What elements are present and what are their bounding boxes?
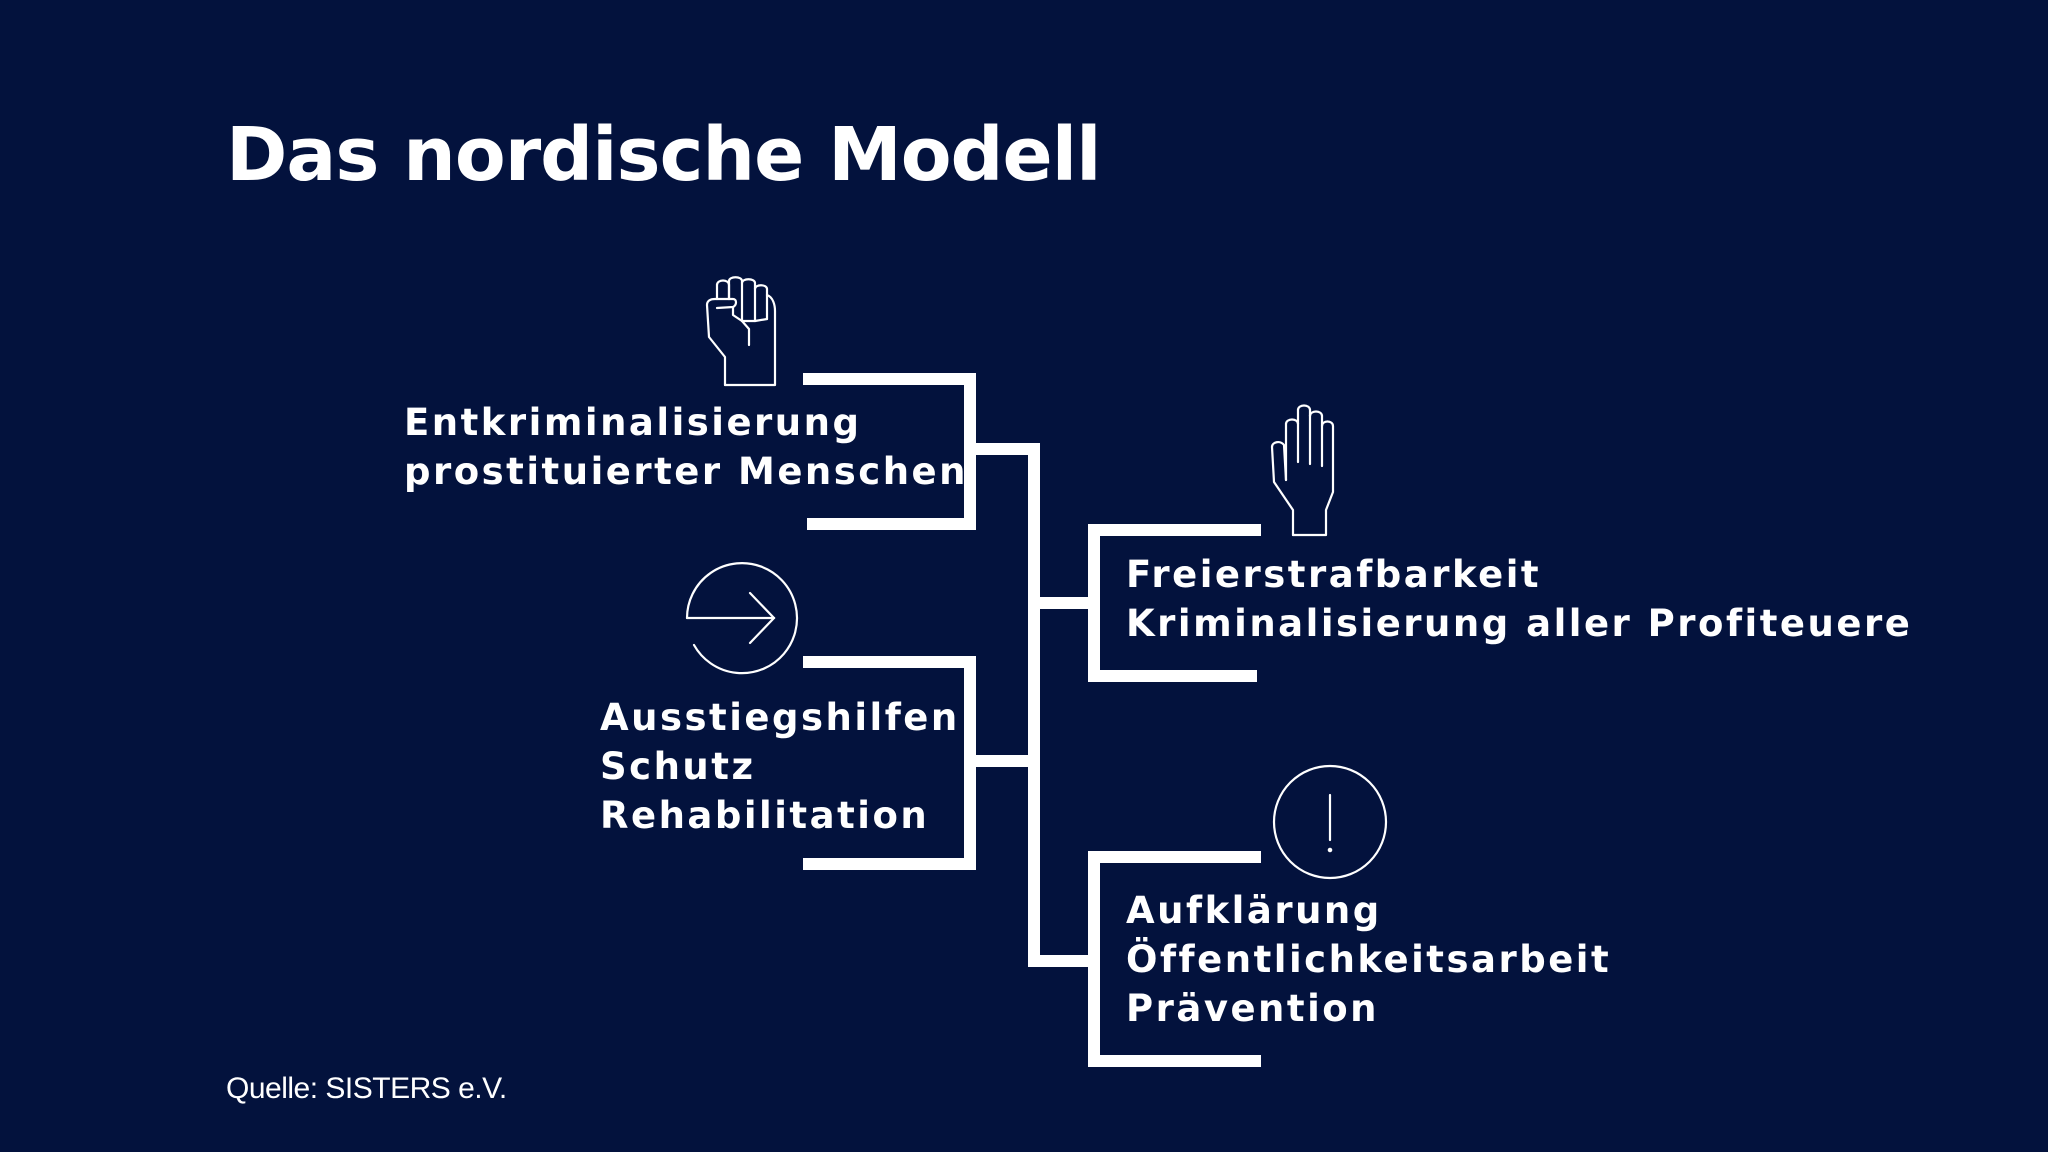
node-line: Schutz (600, 745, 756, 788)
spine-connector-right-1 (1028, 597, 1100, 609)
raised-hand-stop-icon (1270, 402, 1342, 538)
node-education: Aufklärung Öffentlichkeitsarbeit Prävent… (1126, 886, 1611, 1033)
bracket-1-top-arm (803, 373, 976, 385)
bracket-3-vertical (1088, 524, 1100, 682)
node-line: Freierstrafbarkeit (1126, 553, 1542, 596)
exclamation-circle-icon (1271, 763, 1389, 881)
bracket-2-connector (964, 755, 1040, 767)
bracket-2-top-arm (803, 656, 976, 668)
node-line: Prävention (1126, 987, 1380, 1030)
bracket-2-bottom-arm (803, 858, 976, 870)
node-line: Kriminalisierung aller Profiteuere (1126, 602, 1913, 645)
node-line: Ausstiegshilfen (600, 696, 960, 739)
node-buyer-punishment: Freierstrafbarkeit Kriminalisierung alle… (1126, 550, 1912, 648)
node-line: Aufklärung (1126, 889, 1382, 932)
page-title: Das nordische Modell (226, 112, 1101, 198)
node-line: prostituierter Menschen (404, 450, 968, 493)
bracket-4-top-arm (1088, 851, 1261, 863)
bracket-3-top-arm (1088, 524, 1261, 536)
node-line: Entkriminalisierung (404, 401, 862, 444)
bracket-1-bottom-arm (807, 518, 976, 530)
central-spine (1028, 443, 1040, 967)
raised-fist-icon (703, 275, 787, 387)
node-line: Rehabilitation (600, 794, 930, 837)
arrow-circle-right-icon (684, 560, 800, 676)
bracket-4-vertical (1088, 851, 1100, 1067)
node-exit-support: Ausstiegshilfen Schutz Rehabilitation (600, 693, 960, 840)
source-credit: Quelle: SISTERS e.V. (226, 1072, 507, 1105)
node-decriminalization: Entkriminalisierung prostituierter Mensc… (404, 398, 968, 496)
spine-connector-right-2 (1028, 955, 1100, 967)
node-line: Öffentlichkeitsarbeit (1126, 938, 1612, 981)
bracket-1-connector (964, 443, 1040, 455)
bracket-4-bottom-arm (1088, 1055, 1261, 1067)
bracket-3-bottom-arm (1088, 670, 1257, 682)
